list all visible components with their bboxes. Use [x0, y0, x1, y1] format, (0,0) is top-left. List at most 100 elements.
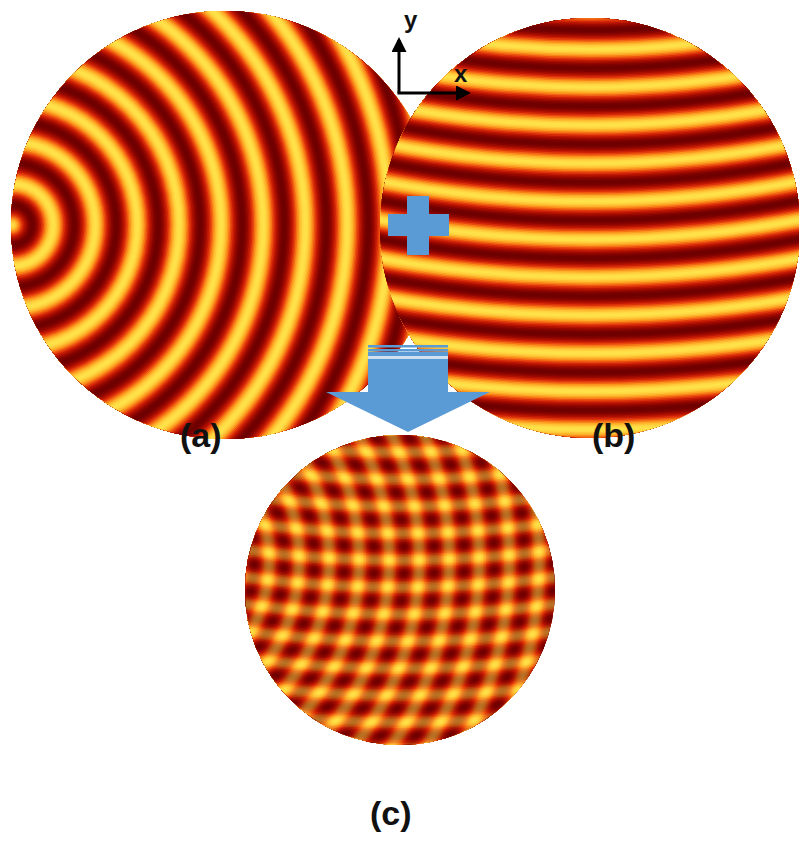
- wave-ring: [0, 0, 799, 233]
- wave-ring: [0, 0, 799, 437]
- wave-ring: [0, 0, 799, 493]
- wave-ring: [0, 0, 292, 505]
- wave-ring: [0, 63, 175, 388]
- wave-ring: [0, 195, 43, 256]
- wave-ring: [0, 55, 182, 395]
- wave-ring: [0, 0, 799, 755]
- wave-ring: [0, 108, 130, 343]
- wave-ring: [0, 0, 799, 452]
- wave-ring: [0, 0, 799, 113]
- wave-ring: [0, 0, 799, 692]
- wave-ring: [0, 208, 29, 242]
- wave-ring: [0, 0, 799, 676]
- wave-ring: [0, 114, 124, 337]
- wave-ring: [0, 0, 799, 716]
- wave-ring: [0, 145, 92, 305]
- wave-ring: [0, 0, 799, 626]
- wave-ring: [0, 0, 256, 469]
- wave-ring: [0, 0, 799, 592]
- wave-ring: [0, 0, 799, 596]
- axis-symbol: [398, 40, 469, 93]
- wave-ring: [0, 0, 799, 724]
- wave-ring: [0, 393, 287, 726]
- wave-ring: [0, 0, 799, 389]
- wave-ring: [0, 150, 88, 301]
- wave-ring: [0, 0, 305, 518]
- wave-ring: [0, 0, 799, 330]
- wave-ring: [0, 0, 323, 536]
- wave-ring: [0, 0, 799, 20]
- wave-ring: [0, 0, 799, 665]
- wave-ring: [0, 0, 317, 530]
- wave-ring: [0, 0, 269, 482]
- wave-ring: [0, 0, 799, 541]
- wave-ring: [0, 0, 799, 327]
- wave-ring: [0, 0, 799, 512]
- wave-ring: [0, 0, 799, 336]
- wave-ring: [0, 193, 44, 257]
- wave-ring: [0, 0, 799, 377]
- wave-ring: [0, 0, 799, 180]
- wave-ring: [0, 0, 799, 438]
- wave-ring: [0, 0, 799, 165]
- wave-ring: [0, 58, 179, 392]
- panel-label: (a): [180, 418, 222, 452]
- wave-ring: [0, 0, 799, 399]
- wave-ring: [0, 0, 799, 300]
- wave-ring: [0, 0, 799, 773]
- wave-ring: [0, 25, 212, 425]
- wave-ring: [0, 0, 799, 683]
- wave-ring: [0, 30, 208, 421]
- wave-ring: [0, 0, 266, 479]
- wave-ring: [0, 0, 799, 536]
- wave-ring: [0, 0, 799, 432]
- wave-ring: [0, 0, 799, 566]
- wave-ring: [0, 0, 799, 218]
- wave-ring: [0, 0, 799, 581]
- wave-ring: [0, 0, 799, 18]
- wave-ring: [0, 0, 799, 123]
- wave-ring: [0, 0, 799, 611]
- wave-ring: [0, 0, 799, 439]
- panel-label: (c): [370, 796, 412, 830]
- wave-ring: [0, 0, 799, 781]
- wave-ring: [0, 0, 799, 526]
- wave-ring: [0, 142, 95, 308]
- wave-ring: [0, 0, 799, 420]
- wave-ring: [0, 426, 254, 693]
- wave-ring: [0, 196, 41, 254]
- wave-ring: [0, 117, 121, 334]
- wave-ring: [0, 0, 799, 30]
- wave-ring: [0, 0, 799, 574]
- wave-ring: [0, 0, 799, 276]
- wave-ring: [0, 0, 799, 623]
- wave-ring: [0, 0, 799, 225]
- wave-ring: [0, 0, 799, 682]
- wave-ring: [0, 85, 152, 365]
- wave-ring: [0, 0, 341, 554]
- wave-ring: [0, 0, 799, 407]
- wave-ring: [0, 0, 799, 559]
- wave-ring: [0, 0, 799, 718]
- wave-ring: [0, 0, 799, 476]
- wave-ring: [0, 118, 119, 332]
- wave-ring: [0, 172, 65, 278]
- wave-ring: [0, 0, 799, 569]
- wave-ring: [0, 0, 799, 614]
- wave-ring: [0, 0, 275, 488]
- wave-ring: [0, 190, 47, 260]
- wave-ring: [0, 0, 799, 475]
- wave-ring: [0, 0, 799, 195]
- wave-ring: [0, 0, 799, 448]
- wave-ring: [0, 0, 799, 703]
- wave-ring: [0, 0, 799, 476]
- wave-ring: [0, 0, 799, 183]
- wave-ring: [0, 0, 799, 132]
- wave-ring: [0, 0, 280, 493]
- wave-ring: [0, 69, 169, 382]
- wave-ring: [0, 0, 799, 354]
- wave-ring: [0, 0, 799, 751]
- wave-ring: [0, 36, 202, 415]
- wave-ring: [0, 157, 80, 293]
- wave-ring: [0, 138, 100, 313]
